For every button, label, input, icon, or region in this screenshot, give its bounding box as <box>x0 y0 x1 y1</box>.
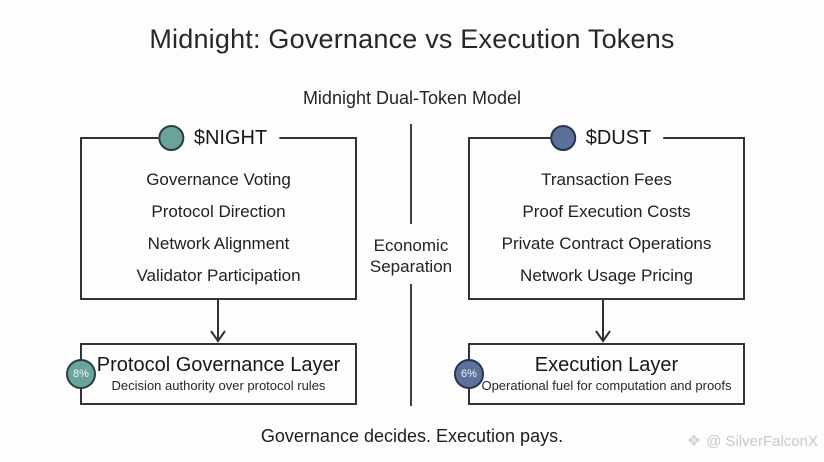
list-item: Transaction Fees <box>541 169 672 189</box>
governance-layer-box: 8% Protocol Governance Layer Decision au… <box>66 343 357 405</box>
list-item: Governance Voting <box>146 169 291 189</box>
list-item: Network Alignment <box>147 233 290 253</box>
page-title: Midnight: Governance vs Execution Tokens <box>149 24 675 54</box>
governance-layer-title: Protocol Governance Layer <box>96 354 341 376</box>
governance-percent-badge: 8% <box>66 359 96 389</box>
down-arrow-icon <box>210 299 226 343</box>
list-item: Proof Execution Costs <box>522 201 691 221</box>
execution-layer-box: 6% Execution Layer Operational fuel for … <box>454 343 745 405</box>
down-arrow-icon <box>595 299 611 343</box>
list-item: Network Usage Pricing <box>520 265 693 285</box>
diagram-subtitle: Midnight Dual-Token Model <box>302 88 522 108</box>
dust-token-box: $DUST Transaction Fees Proof Execution C… <box>468 123 745 300</box>
night-token-dot-icon <box>157 125 184 151</box>
diamond-logo-icon: ❖ <box>686 433 702 450</box>
governance-layer-subtitle: Decision authority over protocol rules <box>111 378 326 393</box>
separator-label-line1: Economic <box>373 236 449 255</box>
list-item: Validator Participation <box>136 265 301 285</box>
separator-line-lower <box>410 284 412 406</box>
night-token-box: $NIGHT Governance Voting Protocol Direct… <box>80 123 357 300</box>
dust-item-list: Transaction Fees Proof Execution Costs P… <box>470 139 743 298</box>
separator-line-upper <box>410 124 412 224</box>
dust-token-name: $DUST <box>585 126 652 149</box>
dust-token-label: $DUST <box>549 123 664 153</box>
execution-layer-title: Execution Layer <box>534 354 679 376</box>
separator-label-line2: Separation <box>369 257 453 276</box>
dust-token-dot-icon <box>549 125 576 151</box>
tagline: Governance decides. Execution pays. <box>260 426 564 446</box>
list-item: Private Contract Operations <box>501 233 712 253</box>
watermark: ❖ @ SilverFalconX <box>687 431 818 451</box>
execution-layer-subtitle: Operational fuel for computation and pro… <box>481 378 732 393</box>
separator-label: Economic Separation <box>341 235 481 277</box>
night-token-label: $NIGHT <box>157 123 280 153</box>
list-item: Protocol Direction <box>151 201 286 221</box>
execution-percent-badge: 6% <box>454 359 484 389</box>
night-token-name: $NIGHT <box>193 126 268 149</box>
watermark-text: @ SilverFalconX <box>706 432 818 450</box>
night-item-list: Governance Voting Protocol Direction Net… <box>82 139 355 298</box>
